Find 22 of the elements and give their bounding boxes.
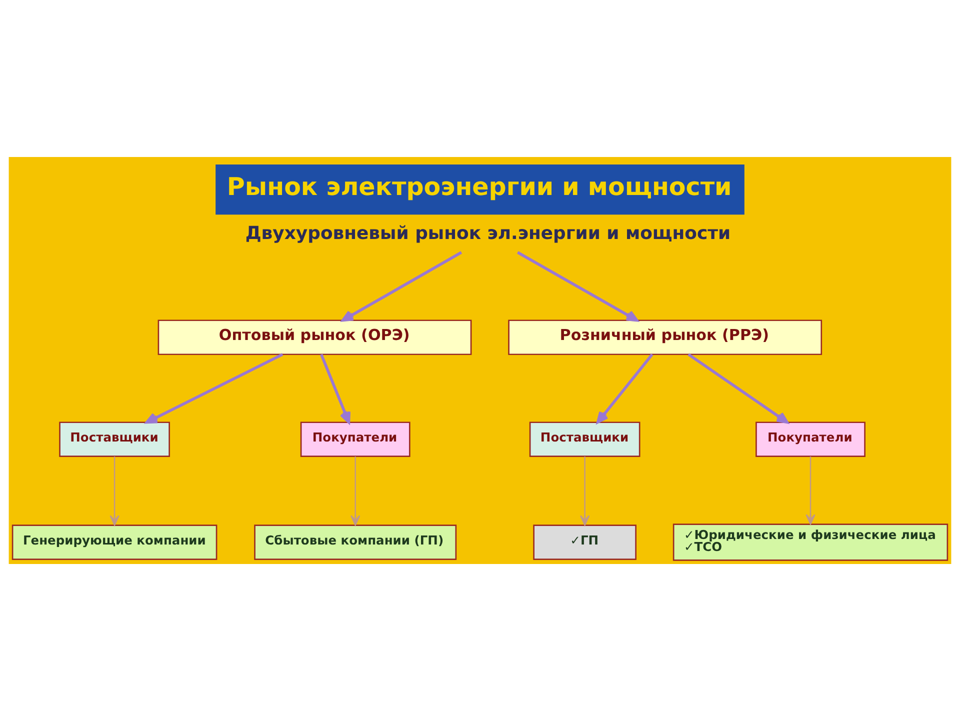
arrow — [806, 456, 816, 524]
node-text: Двухуровневый рынок эл.энергии и мощности — [245, 222, 731, 244]
arrow — [320, 353, 351, 423]
node-box: Розничный рынок (РРЭ) — [508, 319, 822, 355]
node-box: Поставщики — [529, 421, 640, 457]
arrow — [342, 250, 462, 322]
node-box: Генерирующие компании — [12, 524, 218, 560]
arrow — [596, 353, 654, 423]
arrow — [350, 456, 360, 526]
arrow — [110, 456, 120, 526]
arrow — [688, 352, 788, 424]
arrow — [516, 250, 638, 322]
node-box: Оптовый рынок (ОРЭ) — [158, 319, 472, 355]
node-box: Поставщики — [59, 421, 170, 457]
node-box: Покупатели — [756, 421, 866, 457]
arrow — [580, 456, 590, 526]
arrow — [146, 352, 284, 424]
node-box: Покупатели — [300, 421, 410, 457]
diagram-title: Рынок электроэнергии и мощности — [226, 172, 732, 201]
node-box: ✓ГП — [533, 524, 636, 560]
node-box: ✓Юридические и физические лица ✓ТСО — [672, 523, 948, 560]
node-box: Сбытовые компании (ГП) — [254, 524, 457, 560]
